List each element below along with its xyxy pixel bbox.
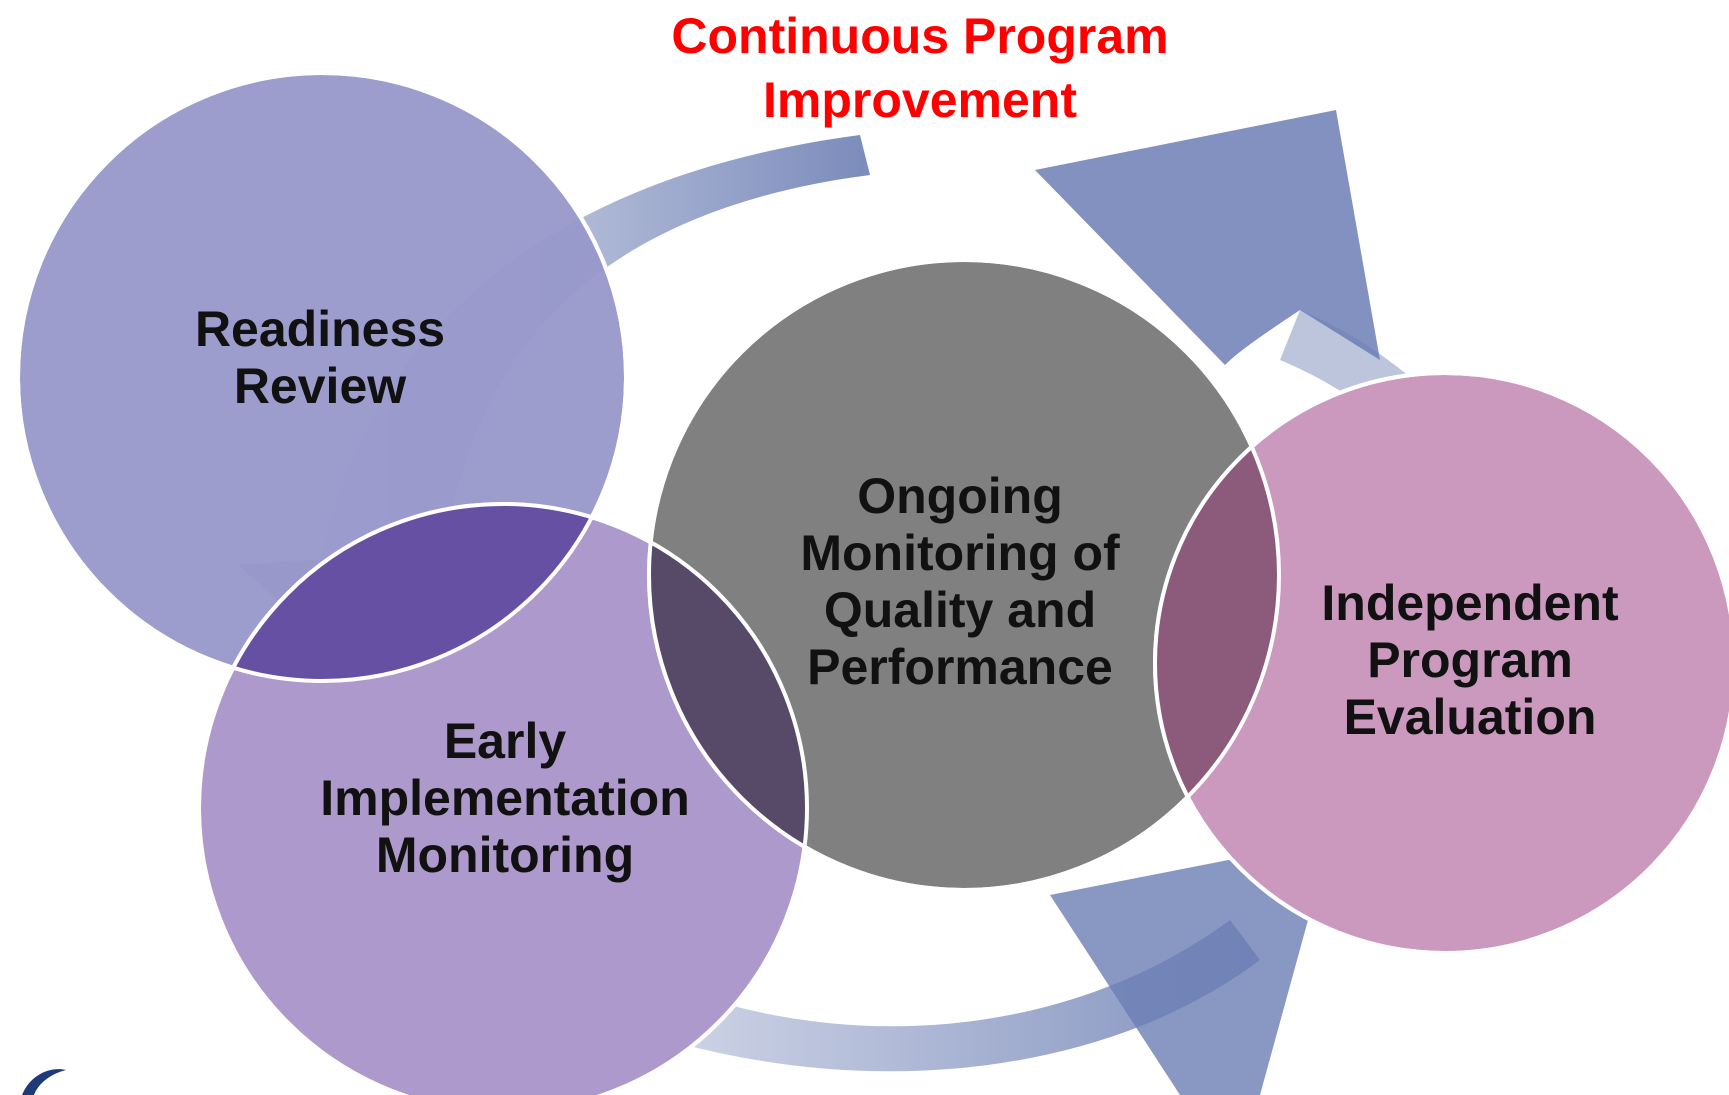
ongoing-line-3: Quality and — [823, 582, 1097, 638]
independent-line-2: Program — [1367, 632, 1573, 688]
top-right-arrowhead — [1035, 110, 1380, 365]
readiness-review-label: Readiness Review — [170, 301, 470, 415]
diagram-title: Continuous Program Improvement — [600, 4, 1240, 132]
overlap-readiness-early — [199, 504, 626, 681]
bottom-right-arrowhead — [1050, 840, 1330, 1095]
ongoing-monitoring-label: Ongoing Monitoring of Quality and Perfor… — [760, 468, 1160, 696]
ongoing-line-2: Monitoring of — [800, 525, 1120, 581]
ongoing-line-1: Ongoing — [857, 468, 1063, 524]
early-line-3: Monitoring — [375, 827, 635, 883]
early-line-2: Implementation — [320, 770, 690, 826]
logo-mark — [22, 1069, 66, 1095]
title-line-1: Continuous Program — [671, 8, 1169, 64]
independent-evaluation-label: Independent Program Evaluation — [1290, 575, 1650, 746]
independent-line-1: Independent — [1321, 575, 1619, 631]
independent-line-3: Evaluation — [1343, 689, 1597, 745]
early-implementation-label: Early Implementation Monitoring — [270, 713, 740, 884]
readiness-line-2: Review — [233, 358, 407, 414]
early-line-1: Early — [443, 713, 567, 769]
ongoing-line-4: Performance — [807, 639, 1113, 695]
title-line-2: Improvement — [763, 72, 1077, 128]
readiness-line-1: Readiness — [194, 301, 446, 357]
